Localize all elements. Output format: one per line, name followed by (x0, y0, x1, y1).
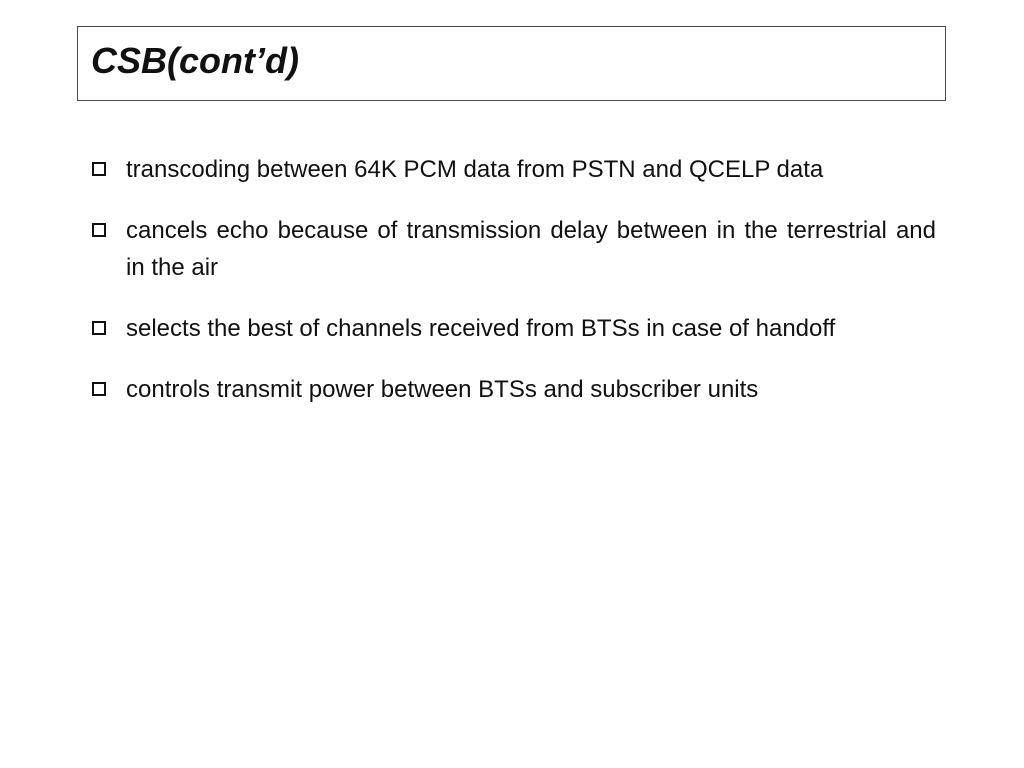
bullet-text: cancels echo because of transmission del… (126, 217, 936, 281)
hollow-square-icon (92, 223, 106, 237)
bullet-item: cancels echo because of transmission del… (90, 212, 936, 286)
hollow-square-icon (92, 162, 106, 176)
bullet-text: selects the best of channels received fr… (126, 315, 836, 342)
bullet-text: controls transmit power between BTSs and… (126, 376, 759, 403)
bullet-text: transcoding between 64K PCM data from PS… (126, 156, 824, 183)
title-box: CSB(cont’d) (77, 26, 946, 101)
slide-title: CSB(cont’d) (91, 40, 299, 81)
hollow-square-icon (92, 382, 106, 396)
bullet-item: controls transmit power between BTSs and… (90, 371, 936, 408)
bullet-item: selects the best of channels received fr… (90, 310, 936, 347)
hollow-square-icon (92, 321, 106, 335)
bullet-list: transcoding between 64K PCM data from PS… (90, 151, 936, 432)
bullet-item: transcoding between 64K PCM data from PS… (90, 151, 936, 188)
